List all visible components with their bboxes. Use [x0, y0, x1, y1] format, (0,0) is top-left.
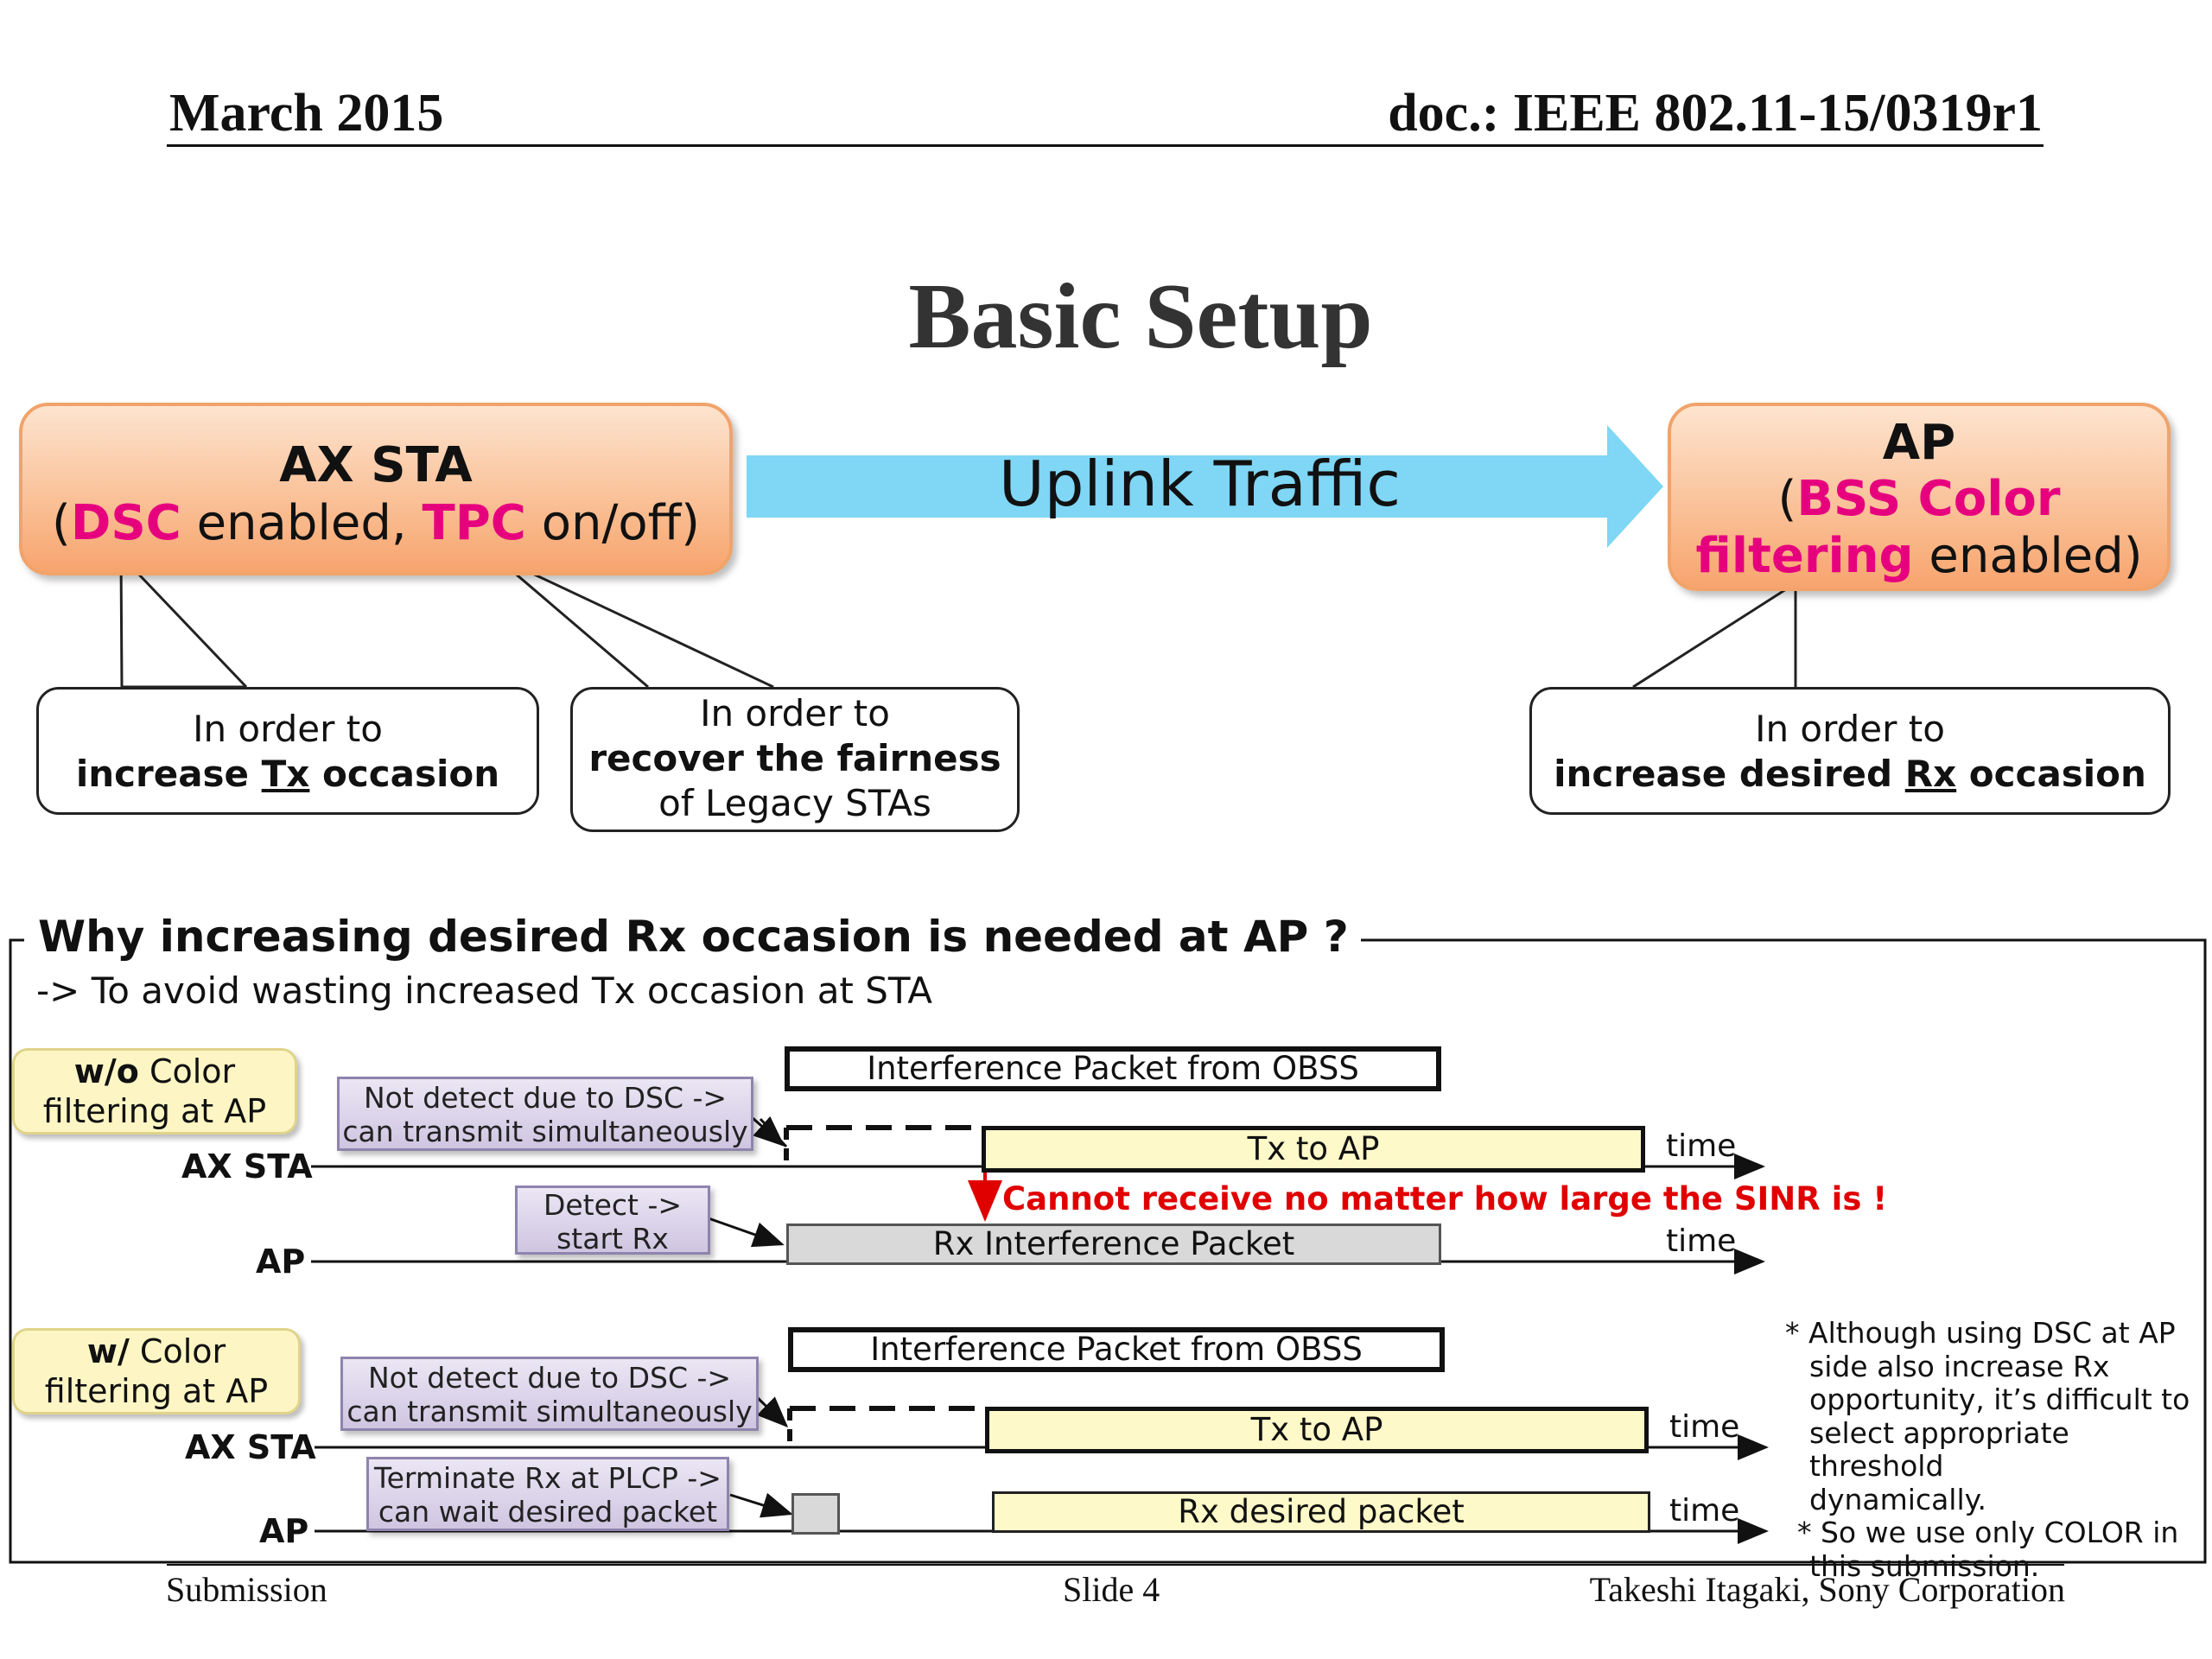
s1-note-detect: Detect -> start Rx [515, 1185, 710, 1255]
s1-interference-packet: Interference Packet from OBSS [785, 1046, 1441, 1091]
callout-fairness: In order to recover the fairness of Lega… [570, 687, 1020, 832]
s1-ap-label: AP [256, 1243, 306, 1281]
panel-frame [9, 938, 2207, 1564]
s1-note-dsc: Not detect due to DSC -> can transmit si… [337, 1077, 753, 1151]
uplink-traffic-label: Uplink Traffic [999, 448, 1401, 520]
s1-ap-time-label: time [1666, 1224, 1737, 1259]
s1-warning: Cannot receive no matter how large the S… [1002, 1180, 1888, 1217]
s1-label: w/o Color filtering at AP [12, 1048, 297, 1135]
s2-note-terminate: Terminate Rx at PLCP -> can wait desired… [366, 1457, 729, 1531]
footer-submission: Submission [166, 1570, 327, 1609]
ap-subtitle-1: (BSS Color [1777, 471, 2061, 527]
footer-rule [167, 1564, 2064, 1566]
s2-plcp-block [791, 1493, 840, 1535]
s2-label: w/ Color filtering at AP [12, 1328, 301, 1414]
s1-sta-time-label: time [1666, 1128, 1737, 1164]
panel-subheading: -> To avoid wasting increased Tx occasio… [36, 969, 933, 1012]
s1-tx-to-ap: Tx to AP [982, 1126, 1645, 1173]
s2-interference-packet: Interference Packet from OBSS [788, 1327, 1445, 1372]
ap-box: AP (BSS Color filtering enabled) [1668, 403, 2171, 591]
side-notes: * Although using DSC at AP side also inc… [1785, 1316, 2190, 1583]
s2-note-dsc: Not detect due to DSC -> can transmit si… [340, 1357, 759, 1431]
ax-sta-box: AX STA (DSC enabled, TPC on/off) [19, 403, 733, 575]
panel-heading: Why increasing desired Rx occasion is ne… [26, 912, 1361, 962]
ax-sta-title: AX STA [279, 437, 473, 493]
s2-sta-label: AX STA [185, 1428, 316, 1466]
callout-rx-occasion: In order to increase desired Rx occasion [1529, 687, 2171, 815]
s2-ap-label: AP [259, 1512, 309, 1550]
footer-slide-number: Slide 4 [1063, 1570, 1160, 1609]
s2-sta-time-label: time [1669, 1409, 1740, 1445]
footer-author: Takeshi Itagaki, Sony Corporation [1589, 1570, 2065, 1609]
s2-ap-time-label: time [1669, 1493, 1740, 1529]
s1-rx-interference: Rx Interference Packet [786, 1224, 1441, 1265]
uplink-arrow [747, 425, 1663, 548]
ap-subtitle-2: filtering enabled) [1695, 528, 2143, 584]
ap-title: AP [1882, 415, 1956, 471]
header-rule [167, 144, 2044, 147]
s2-tx-to-ap: Tx to AP [985, 1407, 1649, 1453]
slide-title: Basic Setup [908, 265, 1373, 368]
s2-rx-desired: Rx desired packet [992, 1491, 1650, 1533]
callout-tx-occasion: In order to increase Tx occasion [36, 687, 539, 815]
s1-sta-label: AX STA [181, 1147, 313, 1185]
header-date: March 2015 [169, 84, 444, 143]
header-doc: doc.: IEEE 802.11-15/0319r1 [1388, 84, 2043, 143]
svg-text:✕: ✕ [975, 1176, 996, 1206]
ax-sta-subtitle: (DSC enabled, TPC on/off) [51, 495, 701, 551]
